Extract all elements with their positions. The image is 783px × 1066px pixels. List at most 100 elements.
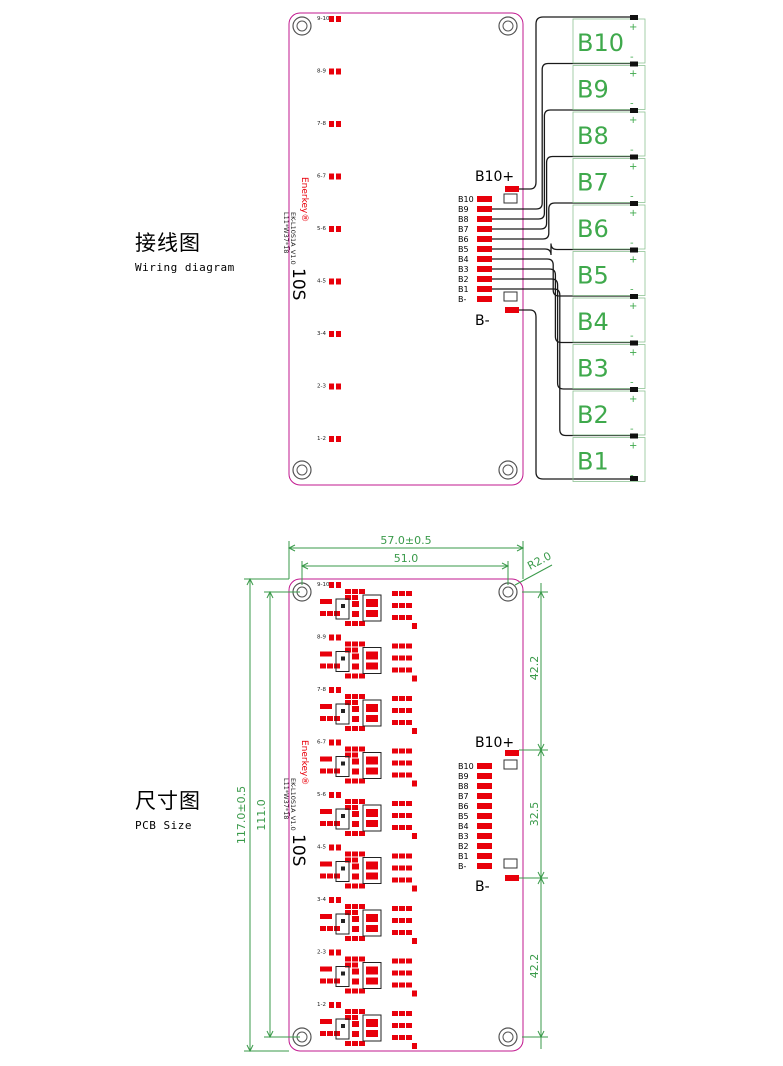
pair-label: 7-8 xyxy=(317,121,326,127)
battery-cell xyxy=(572,111,646,157)
dim-height-holes: 111.0 xyxy=(255,799,268,831)
size-header-bottom-tab xyxy=(503,858,518,869)
battery-label: B9 xyxy=(577,76,609,104)
wire xyxy=(492,202,634,240)
battery-terminal xyxy=(630,201,638,206)
size-brand: Enerkey® xyxy=(299,740,309,785)
pair-pad xyxy=(329,687,334,693)
battery-terminal xyxy=(630,340,638,346)
battery-plus: + xyxy=(629,162,637,173)
battery-cell xyxy=(572,344,646,389)
size-header-top-label: B10+ xyxy=(475,735,514,751)
battery-terminal xyxy=(630,154,638,160)
battery-plus: + xyxy=(629,394,637,405)
size-board: 9-108-97-86-75-64-53-42-31-2 Enerkey® EK… xyxy=(282,578,524,1052)
pin-label: B6 xyxy=(458,235,469,244)
circuit-block xyxy=(320,956,417,997)
battery-cell xyxy=(572,251,646,296)
battery-label: B2 xyxy=(577,401,609,429)
pair-label: 6-7 xyxy=(317,740,326,746)
battery-terminal xyxy=(630,387,638,392)
pair-label: 2-3 xyxy=(317,950,326,956)
pair-label: 8-9 xyxy=(317,635,326,641)
pair-pad xyxy=(336,1002,341,1008)
battery-terminal xyxy=(630,61,638,67)
pin-label: B2 xyxy=(458,275,469,284)
dim-top-segment: 42.2 xyxy=(528,656,541,681)
pair-label: 5-6 xyxy=(317,226,326,232)
pair-pad xyxy=(336,436,341,442)
pair-pad xyxy=(329,1002,334,1008)
wiring-section-title: 接线图 Wiring diagram xyxy=(135,227,235,274)
pin-pad xyxy=(477,296,492,302)
pin-pad xyxy=(477,246,492,252)
pin-label: B5 xyxy=(458,245,469,254)
size-model-line2: L11*W37*18 xyxy=(282,778,290,819)
wiring-header-bottom-label: B- xyxy=(475,313,490,329)
battery-plus: + xyxy=(629,69,637,80)
pin-pad xyxy=(477,206,492,212)
pin-pad xyxy=(477,763,492,769)
wire xyxy=(492,243,634,256)
pin-label: B3 xyxy=(458,832,469,841)
battery-cell xyxy=(572,65,646,110)
pair-pad xyxy=(336,278,341,285)
pair-pad xyxy=(329,121,334,127)
size-section-title: 尺寸图 PCB Size xyxy=(135,785,201,832)
size-model-line1: EK-L10S1A_V1.0 xyxy=(289,778,297,831)
battery-plus: + xyxy=(629,208,637,219)
pin-label: B4 xyxy=(458,822,469,831)
pair-pad xyxy=(329,16,334,22)
pin-label: B1 xyxy=(458,285,469,294)
battery-cell xyxy=(572,18,646,64)
wiring-model-line1: EK-L10S1A_V1.0 xyxy=(289,212,297,265)
pair-label: 6-7 xyxy=(317,174,326,180)
wiring-model-line2: L11*W37*18 xyxy=(282,212,290,253)
size-header-top-tab xyxy=(503,759,518,770)
pair-pad xyxy=(329,634,334,641)
pin-pad xyxy=(477,236,492,242)
size-header-bottom-label: B- xyxy=(475,879,490,895)
pair-pad xyxy=(329,383,334,390)
pair-label: 3-4 xyxy=(317,897,326,903)
pin-label: B5 xyxy=(458,812,469,821)
battery-cell xyxy=(572,390,646,436)
wire xyxy=(492,278,634,390)
pair-label: 4-5 xyxy=(317,279,326,285)
battery-terminal xyxy=(630,433,638,439)
pin-label: B10 xyxy=(458,762,474,771)
pin-label: B8 xyxy=(458,782,469,791)
pair-pad xyxy=(336,383,341,390)
pair-pad xyxy=(336,739,341,746)
battery-stack: B10+-B9+-B8+-B7+-B6+-B5+-B4+-B3+-B2+-B1+… xyxy=(572,15,646,482)
pin-pad xyxy=(477,783,492,789)
protection-circuit-blocks xyxy=(320,589,417,1049)
pin-label: B3 xyxy=(458,265,469,274)
pair-label: 3-4 xyxy=(317,331,326,337)
pin-label: B1 xyxy=(458,852,469,861)
pair-pad xyxy=(329,436,334,442)
pair-label: 1-2 xyxy=(317,436,326,442)
battery-minus: - xyxy=(630,285,634,296)
pair-pad xyxy=(329,792,334,798)
circuit-block xyxy=(320,694,417,734)
pin-label: B2 xyxy=(458,842,469,851)
pair-pad xyxy=(336,226,341,232)
battery-minus: - xyxy=(630,52,634,63)
circuit-block xyxy=(320,589,417,629)
battery-cell xyxy=(572,158,646,203)
battery-label: B8 xyxy=(577,122,609,150)
pin-pad xyxy=(477,216,492,222)
pair-pad xyxy=(336,634,341,641)
pair-pad xyxy=(336,582,341,588)
pair-pad xyxy=(336,173,341,180)
wiring-brand: Enerkey® xyxy=(299,177,309,222)
pin-pad xyxy=(477,773,492,779)
wire xyxy=(492,155,634,230)
battery-terminal xyxy=(630,108,638,113)
pair-pad xyxy=(329,844,334,851)
size-series-label: 10S xyxy=(288,834,308,866)
